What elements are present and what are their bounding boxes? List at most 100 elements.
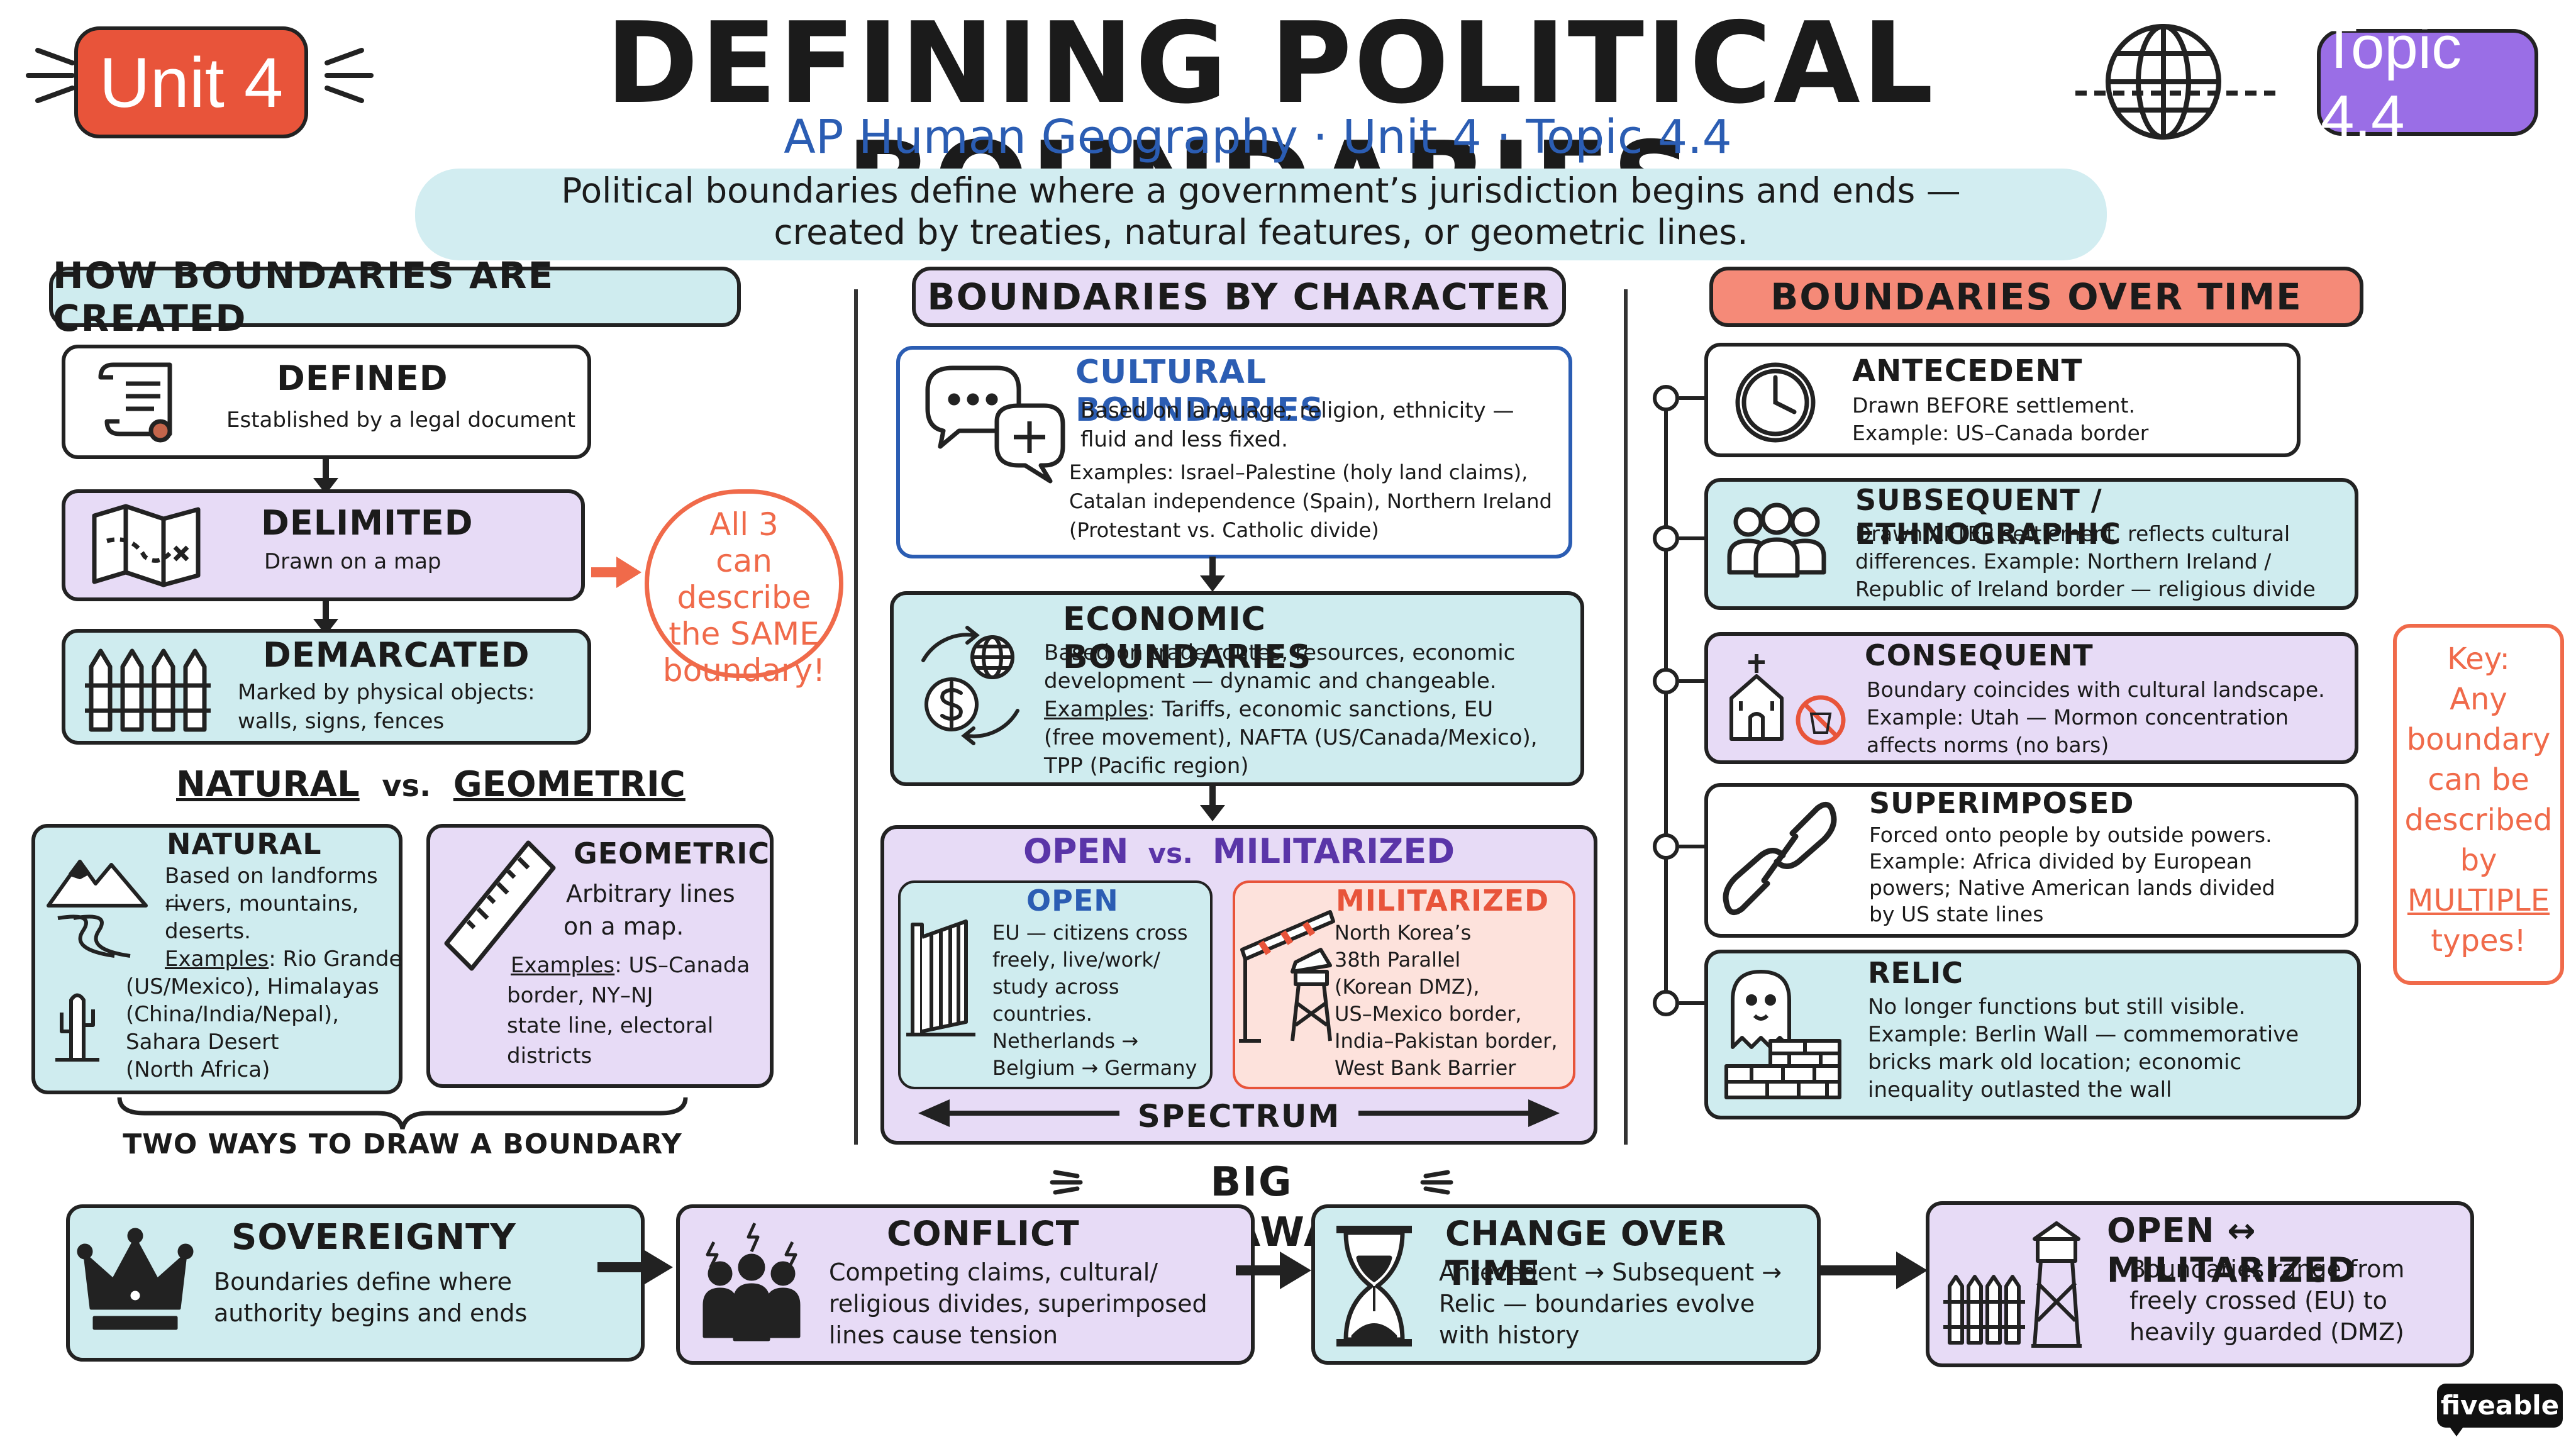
economic-examples: Examples: Tariffs, economic sanctions, E… — [1044, 695, 1572, 724]
open-l6: Belgium → Germany — [992, 1056, 1197, 1080]
geometric-examples: Examples: US–Canada — [511, 951, 769, 980]
mil-l1: North Korea’s — [1335, 921, 1472, 945]
subsequent-title: SUBSEQUENT / ETHNOGRAPHIC — [1855, 483, 2121, 551]
logo-tail — [2446, 1423, 2467, 1436]
economic-title: ECONOMIC BOUNDARIES — [1063, 601, 1312, 676]
key-note: Key: Any boundary can be described by MU… — [2393, 624, 2564, 985]
geometric-l2: on a map. — [564, 913, 684, 940]
economic-l1: Based on trade routes, resources, econom… — [1044, 640, 1516, 665]
relic-title: RELIC — [1868, 956, 1964, 990]
timeline-node-1 — [1653, 385, 1679, 411]
chain-link-icon — [1723, 801, 1837, 916]
geometric-l1: Arbitrary lines — [566, 880, 735, 908]
relic-l1: No longer functions but still visible. — [1868, 994, 2246, 1019]
people-group-icon — [1727, 502, 1826, 578]
militarized-box — [1233, 880, 1575, 1089]
natural-examples-rest: : Rio Grande — [269, 947, 402, 972]
timeline-stub-3 — [1679, 679, 1707, 683]
sovereignty-l1: Boundaries define where — [214, 1268, 513, 1296]
two-ways-label: TWO WAYS TO DRAW A BOUNDARY — [123, 1128, 682, 1160]
cultural-l3: Examples: Israel–Palestine (holy land cl… — [1069, 460, 1528, 484]
open-l5: Netherlands → — [992, 1029, 1139, 1053]
consequent-l3: affects norms (no bars) — [1867, 733, 2109, 757]
mil-l5: India–Pakistan border, — [1335, 1029, 1558, 1053]
topic-badge: Topic 4.4 — [2317, 14, 2538, 150]
antecedent-l1: Drawn BEFORE settlement. — [1852, 393, 2135, 418]
key-l4: can be — [2428, 762, 2529, 797]
takeaway-arrow-3 — [1821, 1252, 1928, 1289]
timeline-node-2 — [1653, 525, 1679, 552]
natural-l3: deserts. — [165, 919, 251, 944]
speech-bubbles-icon — [925, 365, 1065, 484]
defined-desc: Established by a legal document — [226, 408, 576, 433]
vs-natural: NATURAL — [176, 764, 360, 805]
vs-geometric: GEOMETRIC — [453, 764, 686, 805]
open-l1: EU — citizens cross — [992, 921, 1188, 945]
geometric-l4: border, NY–NJ — [507, 983, 653, 1008]
fence-watchtower-icon — [1943, 1221, 2082, 1348]
natural-l7: Sahara Desert — [126, 1030, 279, 1055]
orange-arrow-icon — [591, 557, 641, 588]
sovereignty-title: SOVEREIGNTY — [231, 1217, 516, 1258]
mountain-river-icon — [47, 860, 148, 958]
delimited-title: DELIMITED — [261, 503, 474, 543]
church-icon — [1729, 654, 1784, 741]
fiveable-logo: fiveable — [2437, 1384, 2563, 1428]
arrow-down-1 — [313, 459, 338, 494]
open-l4: countries. — [992, 1002, 1092, 1026]
natural-vs-label: NATURAL vs. GEOMETRIC — [176, 764, 686, 808]
natural-examples-label: Examples — [165, 947, 269, 972]
intro-line-1: Political boundaries define where a gove… — [561, 170, 1961, 211]
natural-examples: Examples: Rio Grande — [165, 945, 402, 972]
open-gate-icon — [906, 919, 975, 1036]
subsequent-l2: differences. Example: Northern Ireland / — [1855, 549, 2272, 574]
timeline-stub-2 — [1679, 536, 1707, 540]
timeline-stub-1 — [1679, 396, 1707, 400]
no-bars-icon — [1796, 695, 1846, 745]
openmil-l2: freely crossed (EU) to — [2129, 1287, 2387, 1314]
map-icon — [92, 504, 201, 587]
timeline-node-3 — [1653, 668, 1679, 694]
openmil-l1: Boundaries range from — [2129, 1255, 2405, 1283]
antecedent-title: ANTECEDENT — [1852, 353, 2083, 389]
globe-icon — [2075, 24, 2277, 140]
takeaways-deco-right — [1420, 1170, 1453, 1195]
conflict-l3: lines cause tension — [829, 1321, 1058, 1349]
character-header: BOUNDARIES BY CHARACTER — [912, 267, 1566, 327]
open-mil-title: OPEN vs. MILITARIZED — [880, 831, 1597, 872]
clock-icon — [1735, 362, 1816, 443]
antecedent-l2: Example: US–Canada border — [1852, 421, 2149, 445]
crown-icon — [77, 1228, 194, 1330]
natural-l2: rivers, mountains, — [165, 891, 359, 916]
hourglass-icon — [1336, 1226, 1412, 1346]
geometric-examples-rest: : US–Canada — [614, 953, 750, 978]
natural-title: NATURAL — [167, 827, 322, 861]
takeaway-arrow-2 — [1236, 1252, 1311, 1289]
timeline-node-4 — [1653, 833, 1679, 860]
key-l6: by — [2460, 843, 2497, 878]
demarcated-box — [62, 629, 591, 745]
mil-l3: (Korean DMZ), — [1335, 975, 1480, 999]
note-line-3: the SAME — [669, 616, 819, 652]
note-line-1: All 3 — [709, 506, 779, 543]
subsequent-l3: Republic of Ireland border — religious d… — [1855, 577, 2316, 601]
timeline-node-5 — [1653, 990, 1679, 1016]
subsequent-l1: Drawn AFTER settlement, reflects cultura… — [1855, 521, 2290, 546]
cultural-l5: (Protestant vs. Catholic divide) — [1069, 518, 1379, 542]
change-title: CHANGE OVER TIME — [1445, 1214, 1727, 1293]
consequent-l1: Boundary coincides with cultural landsca… — [1867, 677, 2325, 702]
mil-l6: West Bank Barrier — [1335, 1056, 1516, 1080]
open-l2: freely, live/work/ — [992, 948, 1160, 972]
key-l7: MULTIPLE — [2407, 883, 2550, 918]
change-l3: with history — [1439, 1321, 1580, 1349]
same-boundary-note: All 3 can describe the SAME boundary! — [645, 489, 843, 689]
openmil-l3: heavily guarded (DMZ) — [2129, 1318, 2404, 1346]
time-header: BOUNDARIES OVER TIME — [1709, 267, 2363, 327]
currency-exchange-icon — [921, 626, 1019, 745]
natural-l8: (North Africa) — [126, 1057, 270, 1082]
geometric-l5: state line, electoral — [507, 1013, 714, 1038]
key-l2: Any — [2450, 682, 2507, 717]
note-line-4: boundary! — [662, 652, 826, 689]
geometric-l6: districts — [507, 1043, 592, 1069]
timeline-stub-5 — [1679, 1001, 1707, 1005]
